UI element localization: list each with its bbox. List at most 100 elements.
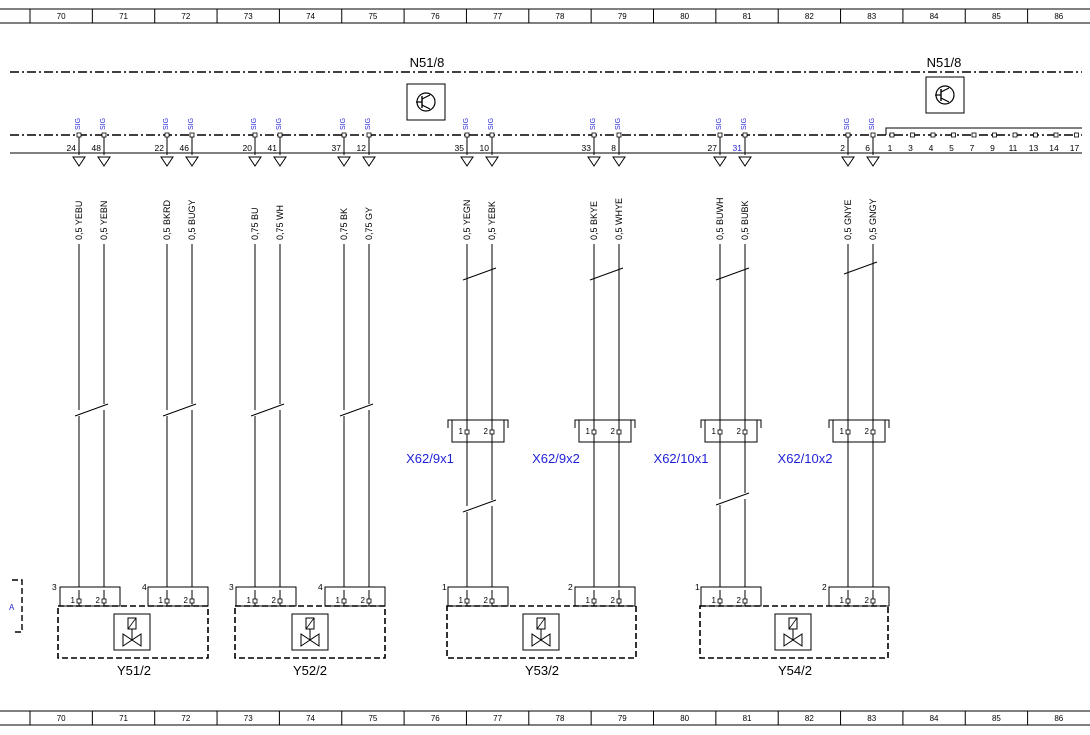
ruler-cell-label: 74 [306, 714, 315, 723]
ruler-cell-label: 71 [119, 714, 128, 723]
triangle-connector-icon [485, 156, 499, 167]
ruler-cell-label: 77 [493, 12, 502, 21]
pin-stub [870, 598, 876, 604]
pin-stub [1053, 132, 1059, 138]
plug-number: 3 [52, 582, 57, 592]
pin-number: 48 [92, 143, 102, 153]
plug-pin-number: 2 [184, 596, 189, 605]
right-pin-number: 7 [970, 143, 975, 153]
ruler-cell-label: 74 [306, 12, 315, 21]
pin-stub [341, 132, 347, 138]
sig-label: SIG [844, 118, 851, 130]
triangle-connector-icon [337, 156, 351, 167]
ruler-cell-label: 80 [680, 714, 689, 723]
component-y52-2: Y52/2 [234, 605, 386, 678]
connector-label: X62/9x1 [406, 451, 454, 466]
pin-stub [252, 598, 258, 604]
bundle-break-mark [162, 403, 197, 417]
pin-number: 20 [243, 143, 253, 153]
ruler-cell-label: 80 [680, 12, 689, 21]
ruler-cell-label: 83 [867, 12, 876, 21]
triangle-connector-icon [362, 156, 376, 167]
ruler-cell-label: 71 [119, 12, 128, 21]
ruler-cell-label: 77 [493, 714, 502, 723]
component-boundary [234, 605, 386, 659]
pin-stub [464, 598, 470, 604]
ruler-cell-label: 84 [930, 714, 939, 723]
sig-label: SIG [251, 118, 258, 130]
ruler-cell-label: 70 [57, 12, 66, 21]
pin-stub [189, 132, 195, 138]
pin-stub [992, 132, 997, 138]
pin-stub [616, 132, 622, 138]
plug-number: 2 [822, 582, 827, 592]
pin-stub [341, 598, 347, 604]
ruler-cell-label: 81 [743, 714, 752, 723]
ruler-cell-label: 79 [618, 714, 627, 723]
connector-body [578, 419, 632, 443]
plug-number: 1 [442, 582, 447, 592]
pin-stub [101, 598, 107, 604]
control-unit-label-right: N51/8 [927, 55, 962, 70]
plug-number: 4 [142, 582, 147, 592]
triangle-connector-icon [273, 156, 287, 167]
plug-pin-number: 2 [737, 596, 742, 605]
pin-stub [366, 598, 372, 604]
wire-label: 0,5 BUGY [187, 199, 197, 240]
triangle-connector-icon [713, 156, 727, 167]
pin-stub [189, 598, 195, 604]
ruler-cell-label: 75 [368, 714, 377, 723]
right-pin-number: 9 [990, 143, 995, 153]
pin-stub [1012, 132, 1018, 138]
wire-label: 0,5 YEBN [99, 201, 109, 240]
ruler-cell-label: 78 [556, 12, 565, 21]
pin-number: 27 [708, 143, 718, 153]
bundle-break-mark [715, 492, 750, 506]
plug-pin-number: 2 [96, 596, 101, 605]
sig-label: SIG [869, 118, 876, 130]
ruler-cell-label: 73 [244, 12, 253, 21]
plug-pin-number: 1 [159, 596, 164, 605]
wire-label: 0,5 YEBU [74, 201, 84, 240]
connector-pin-number: 2 [865, 427, 870, 436]
sig-label: SIG [716, 118, 723, 130]
connector-pin-number: 2 [611, 427, 616, 436]
right-pin-number: 4 [929, 143, 934, 153]
connector-body [451, 419, 505, 443]
pin-stub [277, 132, 283, 138]
pin-number: 37 [332, 143, 342, 153]
pin-number: 46 [180, 143, 190, 153]
pin-stub [252, 132, 258, 138]
component-y51-2: Y51/2 [57, 605, 209, 678]
right-pin-number: 14 [1049, 143, 1059, 153]
bundle-break-mark [589, 267, 624, 281]
connector-label: X62/10x1 [654, 451, 709, 466]
bundle-break-mark [715, 267, 750, 281]
pin-number: 22 [155, 143, 165, 153]
pin-number: 33 [582, 143, 592, 153]
pin-stub [889, 132, 895, 138]
right-pin-number: 13 [1029, 143, 1039, 153]
plug-pin-number: 2 [272, 596, 277, 605]
plug-pin-number: 2 [865, 596, 870, 605]
bundle-break-mark [462, 267, 497, 281]
triangle-connector-icon [185, 156, 199, 167]
pin-number: 6 [865, 143, 870, 153]
triangle-connector-icon [841, 156, 855, 167]
ruler-cell-label: 73 [244, 714, 253, 723]
ruler-cell-label: 84 [930, 12, 939, 21]
sig-label: SIG [365, 118, 372, 130]
plug-number: 4 [318, 582, 323, 592]
plug-body [235, 586, 297, 607]
component-boundary [446, 605, 637, 659]
right-pin-number: 3 [908, 143, 913, 153]
right-pin-number: 17 [1070, 143, 1080, 153]
pin-stub [616, 598, 622, 604]
